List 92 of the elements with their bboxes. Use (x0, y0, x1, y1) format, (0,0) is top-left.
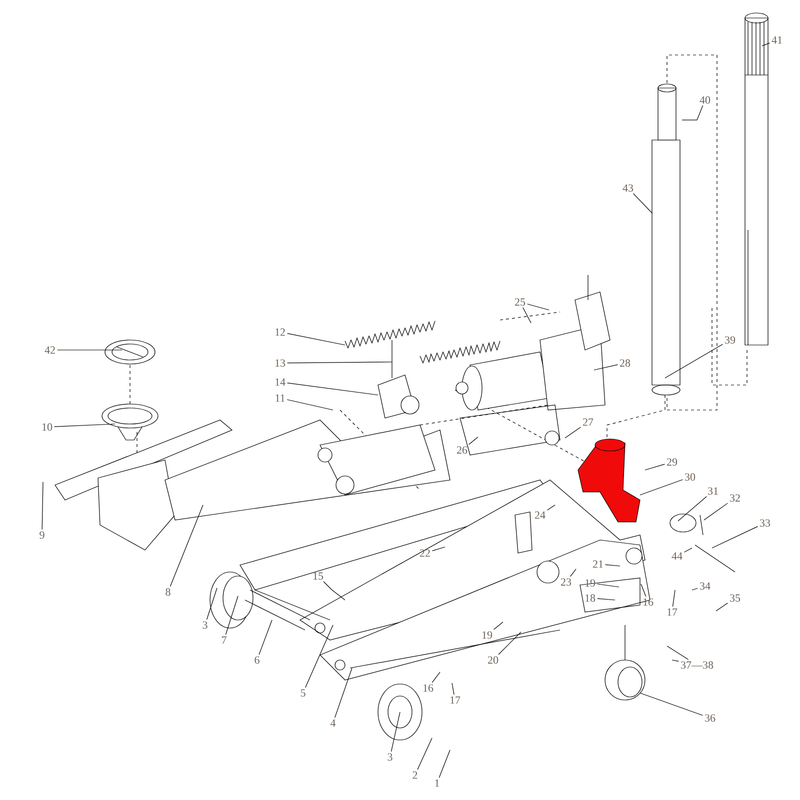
leader-line (666, 646, 689, 660)
leader-line (334, 668, 352, 718)
callout-number: 35 (730, 594, 740, 602)
callout-number: 21 (593, 560, 603, 568)
leader-line (594, 364, 618, 370)
leader-line (287, 362, 392, 364)
leader-line (678, 496, 707, 522)
leader-line (716, 602, 728, 612)
callout-number: 7 (222, 636, 226, 644)
callout-number: 29 (667, 458, 678, 466)
leader-line (762, 42, 770, 46)
leader-line (684, 548, 692, 552)
callout-number: 24 (535, 511, 546, 519)
callout-number: 43 (622, 184, 634, 192)
leader-line (640, 692, 703, 716)
leader-line (696, 105, 704, 120)
callout-number: 26 (457, 446, 468, 454)
leader-line (704, 502, 728, 520)
callout-number: 39 (725, 336, 736, 344)
callout-number: 20 (488, 656, 498, 664)
leader-line (570, 568, 576, 577)
callout-number: 8 (166, 588, 170, 596)
callout-number: 13 (275, 359, 286, 367)
callout-number: 37—38 (681, 661, 714, 669)
leader-line (564, 426, 581, 438)
leader-line (452, 682, 454, 695)
leader-line (527, 304, 550, 310)
leader-line (632, 193, 652, 214)
leader-line (287, 382, 378, 396)
leader-line (323, 581, 332, 590)
leader-line (432, 672, 440, 683)
leader-line (597, 584, 620, 588)
callout-number: 12 (275, 328, 285, 336)
callout-number: 42 (44, 346, 55, 354)
leader-line (258, 620, 272, 655)
callout-number: 30 (685, 473, 696, 481)
callout-number: 14 (275, 378, 286, 386)
callout-number: 33 (760, 519, 770, 527)
callout-number: 4 (330, 719, 336, 727)
callout-number: 1 (435, 779, 440, 787)
callout-number: 10 (42, 423, 52, 431)
leader-line (640, 584, 646, 597)
callout-number: 28 (620, 359, 630, 367)
callout-number: 27 (583, 418, 594, 426)
leader-line (672, 590, 676, 607)
leader-line (170, 504, 204, 587)
callout-number: 31 (708, 487, 718, 495)
leader-line (287, 333, 346, 346)
callout-number: 36 (705, 714, 716, 722)
callout-number: 6 (254, 656, 260, 664)
callout-number: 3 (202, 621, 208, 629)
callout-number: 9 (40, 531, 44, 539)
callout-number: 40 (700, 96, 710, 104)
callout-number: 17 (450, 696, 460, 704)
leader-line (664, 344, 723, 378)
leader-line (644, 464, 665, 470)
callout-number: 15 (313, 572, 324, 580)
callout-number: 11 (276, 394, 285, 402)
leader-line (498, 632, 522, 655)
leader-line (286, 399, 334, 410)
callout-number: 25 (515, 298, 526, 306)
leader-line (640, 479, 683, 496)
leader-line (305, 624, 334, 688)
leader-line (672, 660, 679, 662)
leader-line (547, 504, 556, 510)
callout-number: 41 (772, 36, 782, 44)
leader-line (522, 307, 532, 324)
leader-line (605, 564, 620, 566)
callout-number: 17 (667, 608, 678, 616)
leader-line (206, 588, 218, 620)
callout-number: 22 (420, 549, 430, 557)
callout-number: 19 (482, 631, 492, 639)
callout-number: 23 (561, 578, 572, 586)
callout-number: 2 (412, 771, 418, 779)
leader-line (54, 424, 116, 427)
callout-number: 34 (700, 582, 710, 590)
leader-line (597, 598, 616, 600)
leader-line (692, 588, 698, 590)
callout-number: 18 (585, 594, 596, 602)
callout-number: 3 (388, 753, 392, 761)
callout-number: 44 (672, 552, 682, 560)
leader-line (468, 436, 478, 445)
callout-number: 16 (643, 598, 654, 606)
leader-line (42, 482, 44, 530)
callout-number: 5 (300, 689, 306, 697)
leader-line (493, 622, 504, 630)
callout-number: 32 (730, 494, 740, 502)
leader-line (432, 546, 446, 552)
leader-line (417, 738, 432, 770)
callout-number: 16 (423, 684, 434, 692)
leader-line (712, 526, 758, 548)
leader-line (438, 750, 450, 778)
